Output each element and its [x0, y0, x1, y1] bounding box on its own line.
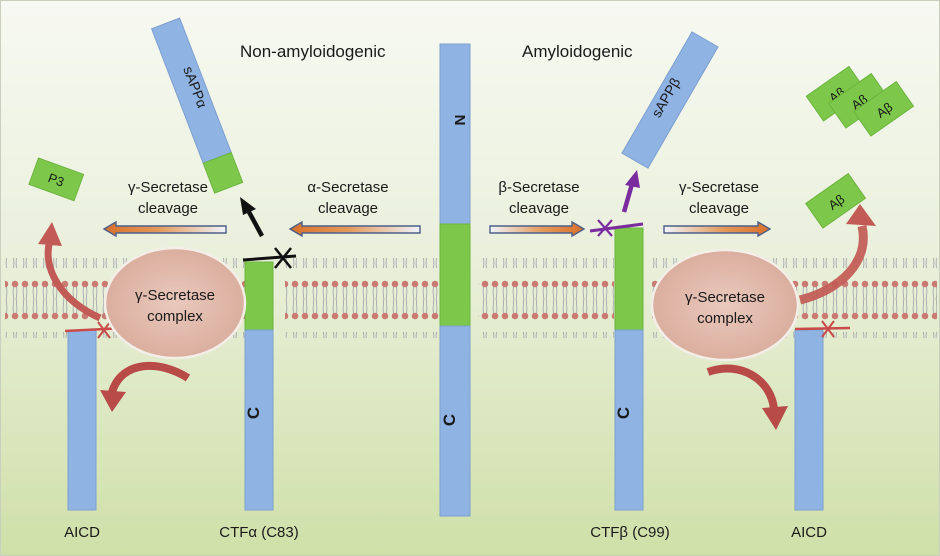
full-length-app: N C — [439, 43, 471, 517]
label-ctfa: CTFα (C83) — [219, 524, 299, 541]
label-aicd-right: AICD — [791, 524, 827, 541]
n-terminus-label: N — [451, 115, 468, 126]
p3-fragment: P3 — [28, 157, 85, 202]
gamma-left-label-2: cleavage — [138, 200, 198, 217]
alpha-label-2: cleavage — [318, 200, 378, 217]
alpha-cleavage-arrow — [288, 220, 421, 238]
curved-arrow-right-up — [798, 204, 876, 305]
sappa-fragment: sAPPα — [150, 17, 244, 194]
alpha-release-arrow — [240, 197, 264, 238]
alpha-cleavage-mark — [242, 247, 297, 269]
curved-arrow-left-up — [38, 222, 102, 322]
beta-cleavage-arrow — [489, 220, 586, 238]
gamma-cleavage-mark-right — [794, 320, 851, 338]
c-terminus-label-ctfa: C — [244, 407, 263, 419]
gamma-cleavage-arrow-left — [102, 220, 227, 238]
gamma-secretase-complex-right — [650, 248, 800, 362]
ctf-alpha-rod: C — [244, 261, 274, 511]
beta-release-arrow — [621, 170, 640, 213]
heading-amyloidogenic: Amyloidogenic — [522, 42, 633, 61]
beta-label-1: β-Secretase — [498, 179, 579, 196]
complex-left-line2: complex — [147, 308, 203, 325]
c-terminus-label-ctfb: C — [614, 407, 633, 419]
curved-arrow-right-down — [706, 364, 788, 430]
label-ctfb: CTFβ (C99) — [590, 524, 669, 541]
gamma-secretase-complex-left — [103, 246, 247, 360]
label-aicd-left: AICD — [64, 524, 100, 541]
alpha-label-1: α-Secretase — [307, 179, 388, 196]
gamma-left-label-1: γ-Secretase — [128, 179, 208, 196]
p3-label: P3 — [46, 170, 66, 190]
abeta-fragment-3: Aβ — [852, 80, 915, 137]
complex-right-line2: complex — [697, 310, 753, 327]
gamma-cleavage-arrow-right — [663, 220, 772, 238]
beta-cleavage-mark — [589, 219, 644, 237]
aicd-left-rod — [67, 329, 97, 511]
complex-left-line1: γ-Secretase — [135, 287, 215, 304]
c-terminus-label-center: C — [440, 414, 459, 426]
ctf-beta-rod: C — [614, 227, 644, 511]
beta-label-2: cleavage — [509, 200, 569, 217]
curved-arrow-left-down — [100, 361, 191, 412]
complex-right-line1: γ-Secretase — [685, 289, 765, 306]
heading-non-amyloidogenic: Non-amyloidogenic — [240, 42, 386, 61]
abeta-fragment-4: Aβ — [804, 172, 867, 229]
gamma-right-label-2: cleavage — [689, 200, 749, 217]
aicd-right-rod — [794, 329, 824, 511]
gamma-right-label-1: γ-Secretase — [679, 179, 759, 196]
